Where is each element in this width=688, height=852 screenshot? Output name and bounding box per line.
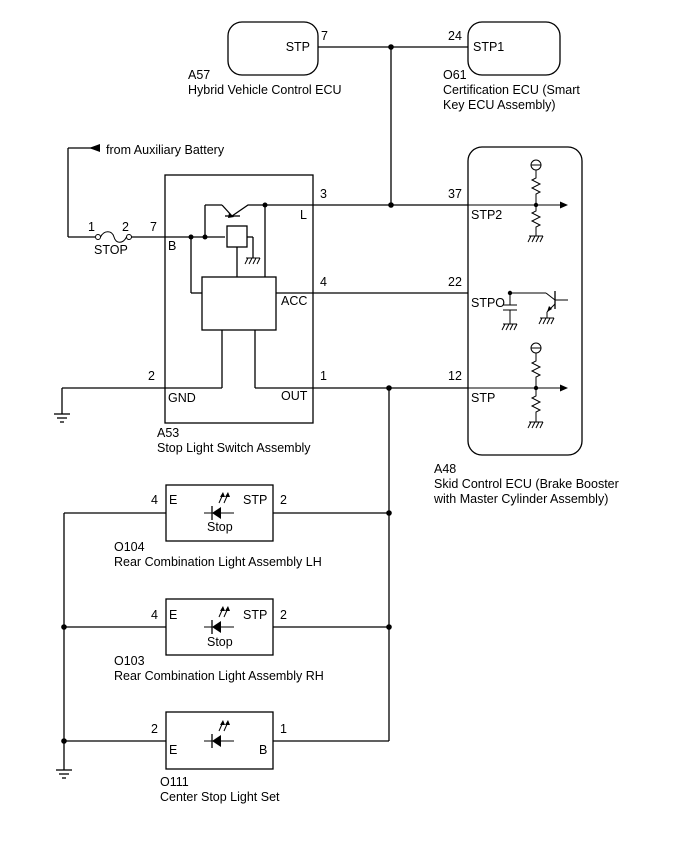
o111-name: Center Stop Light Set (160, 790, 280, 804)
o61-pin-label: STP1 (473, 40, 504, 54)
o103-lamp-label: Stop (207, 635, 233, 649)
o103-stop-led-icon (204, 606, 234, 634)
a48-pin-stp2-number: 37 (448, 187, 462, 201)
o104-right-label: STP (243, 493, 267, 507)
a57-name: Hybrid Vehicle Control ECU (188, 83, 342, 97)
a57-code: A57 (188, 68, 210, 82)
a53-pin-out-number: 1 (320, 369, 327, 383)
a57-hybrid-vehicle-control-ecu: STP 7 A57 Hybrid Vehicle Control ECU (188, 21, 342, 97)
a48-pin-stp2-label: STP2 (471, 208, 502, 222)
o103-rear-combination-light-rh: E STP Stop 4 2 O103 Rear Combination Lig… (61, 598, 392, 683)
o61-pin-number: 24 (448, 29, 462, 43)
o103-right-pin: 2 (280, 608, 287, 622)
a53-pin-acc-label: ACC (281, 294, 307, 308)
relay-coil-icon (226, 225, 248, 248)
a53-pin-l-number: 3 (320, 187, 327, 201)
a53-pin-gnd-label: GND (168, 391, 196, 405)
a53-pin-acc-number: 4 (320, 275, 327, 289)
stop-fuse: 1 2 STOP 7 (88, 220, 165, 257)
a48-pin-stpo-label: STPO (471, 296, 505, 310)
stpo-output-circuit-icon (501, 290, 568, 331)
o103-right-label: STP (243, 608, 267, 622)
o61-connector-box (467, 21, 561, 76)
o104-rear-combination-light-lh: E STP Stop 4 2 O104 Rear Combination Lig… (64, 484, 392, 569)
o104-name: Rear Combination Light Assembly LH (114, 555, 322, 569)
a53-pin-b-label: B (168, 239, 176, 253)
fuse-pin-right: 2 (122, 220, 129, 234)
stp2-input-circuit-icon (468, 159, 568, 243)
fuse-element-icon (100, 231, 127, 243)
o103-code: O103 (114, 654, 145, 668)
ground-icon-bottom (56, 769, 72, 779)
o103-left-pin: 4 (151, 608, 158, 622)
a57-pin-number: 7 (321, 29, 328, 43)
junction-l-stp (388, 202, 394, 208)
a48-skid-control-ecu: STP2 STPO STP (433, 146, 619, 506)
a48-pin-stp-number: 12 (448, 369, 462, 383)
fuse-terminal-left-icon (95, 234, 101, 240)
a53-internal-ground-icon (244, 257, 261, 265)
a48-connector-box (467, 146, 583, 456)
o111-code: O111 (160, 775, 189, 789)
o111-right-pin: 1 (280, 722, 287, 736)
a53-control-ic (201, 276, 277, 331)
o61-name-line2: Key ECU Assembly) (443, 98, 556, 112)
a48-code: A48 (434, 462, 456, 476)
o61-certification-ecu: STP1 24 O61 Certification ECU (Smart Key… (443, 21, 580, 112)
o111-stop-led-icon (204, 720, 234, 748)
ground-icon-top (54, 413, 70, 423)
a57-pin-label: STP (286, 40, 310, 54)
a53-stop-light-switch: B L ACC GND OUT A53 (157, 174, 314, 455)
a57-connector-box (227, 21, 319, 76)
a53-pin-out-label: OUT (281, 389, 308, 403)
battery-source-label: from Auxiliary Battery (106, 143, 225, 157)
o61-name-line1: Certification ECU (Smart (443, 83, 580, 97)
o111-left-pin: 2 (151, 722, 158, 736)
a53-pin-b-number: 7 (150, 220, 157, 234)
a53-code: A53 (157, 426, 179, 440)
transistor-arrow-icon (228, 213, 234, 218)
a53-pin-l-label: L (300, 208, 307, 222)
o104-stop-led-icon (204, 492, 234, 520)
o111-right-label: B (259, 743, 267, 757)
a48-pin-stpo-number: 22 (448, 275, 462, 289)
o104-right-pin: 2 (280, 493, 287, 507)
stp-input-circuit-icon (468, 342, 568, 429)
o103-left-label: E (169, 608, 177, 622)
o104-left-label: E (169, 493, 177, 507)
o104-lamp-label: Stop (207, 520, 233, 534)
a53-pin-gnd-number: 2 (148, 369, 155, 383)
o103-name: Rear Combination Light Assembly RH (114, 669, 324, 683)
a48-name-line1: Skid Control ECU (Brake Booster (434, 477, 619, 491)
o111-center-stop-light-set: E B 2 1 O111 Center Stop Light Set (61, 711, 389, 804)
a53-name: Stop Light Switch Assembly (157, 441, 311, 455)
a48-name-line2: with Master Cylinder Assembly) (433, 492, 608, 506)
battery-source: from Auxiliary Battery (67, 143, 225, 238)
fuse-terminal-right-icon (126, 234, 132, 240)
o61-code: O61 (443, 68, 467, 82)
fuse-name: STOP (94, 243, 128, 257)
a48-pin-stp-label: STP (471, 391, 495, 405)
o111-left-label: E (169, 743, 177, 757)
o104-left-pin: 4 (151, 493, 158, 507)
fuse-pin-left: 1 (88, 220, 95, 234)
o104-code: O104 (114, 540, 145, 554)
